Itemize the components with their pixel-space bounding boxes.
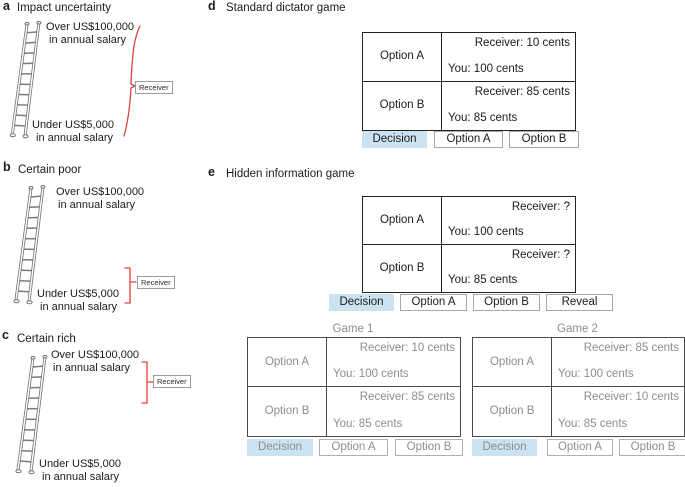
ladder-top-line1: Over US$100,000 — [51, 349, 140, 361]
option-b-payoffs: Receiver: 10 cents You: 85 cents — [552, 387, 684, 436]
ladder-top-line1: Over US$100,000 — [46, 21, 135, 33]
option-a-payoffs: Receiver: ? You: 100 cents — [442, 197, 575, 245]
option-a-cell: Option A — [473, 338, 552, 387]
option-b-payoffs: Receiver: 85 cents You: 85 cents — [327, 387, 460, 436]
hidden-game-decision-row: Decision Option A Option B Reveal — [329, 294, 613, 311]
reveal-button[interactable]: Reveal — [546, 294, 613, 311]
option-a-cell: Option A — [363, 33, 442, 82]
option-b-button[interactable]: Option B — [509, 131, 579, 148]
receiver-tag: Receiver — [135, 81, 173, 94]
game-2-table: Option A Receiver: 85 cents You: 100 cen… — [472, 337, 685, 437]
option-b-button[interactable]: Option B — [619, 439, 685, 456]
option-b-cell: Option B — [363, 244, 442, 292]
receiver-range-brace — [123, 25, 141, 137]
option-a-cell: Option A — [363, 197, 442, 245]
game-2-title: Game 2 — [557, 323, 598, 335]
ladder-bottom-line1: Under US$5,000 — [39, 458, 121, 470]
you-payoff: You: 85 cents — [558, 418, 628, 430]
ladder-top-line2: in annual salary — [53, 362, 131, 374]
option-a-button[interactable]: Option A — [400, 294, 467, 311]
standard-game-table: Option A Receiver: 10 cents You: 100 cen… — [362, 32, 576, 131]
ladder-bottom-label: Under US$5,000 in annual salary — [39, 458, 121, 484]
option-b-button[interactable]: Option B — [395, 439, 463, 456]
option-b-payoffs: Receiver: 85 cents You: 85 cents — [442, 82, 575, 131]
option-b-cell: Option B — [473, 387, 552, 436]
ladder-bottom-line1: Under US$5,000 — [32, 119, 114, 131]
option-a-button[interactable]: Option A — [319, 439, 388, 456]
ladder-top-label: Over US$100,000 in annual salary — [51, 349, 139, 375]
ladder-bottom-line1: Under US$5,000 — [37, 288, 119, 300]
option-a-payoffs: Receiver: 85 cents You: 100 cents — [552, 338, 684, 387]
game-1-title: Game 1 — [332, 323, 374, 335]
option-b-cell: Option B — [363, 81, 442, 130]
receiver-payoff: Receiver: 85 cents — [359, 391, 455, 403]
receiver-range-bracket — [141, 361, 154, 404]
option-a-button[interactable]: Option A — [547, 439, 613, 456]
ladder-top-line2: in annual salary — [49, 34, 127, 46]
receiver-payoff: Receiver: ? — [511, 201, 570, 213]
ladder-top-line2: in annual salary — [58, 199, 136, 211]
ladder-bottom-line2: in annual salary — [40, 301, 118, 313]
you-payoff: You: 85 cents — [448, 112, 518, 124]
receiver-payoff: Receiver: 10 cents — [359, 342, 455, 354]
panel-d-label: d — [208, 0, 216, 13]
game-2-decision-row: Decision Option A Option B — [472, 439, 685, 456]
option-a-payoffs: Receiver: 10 cents You: 100 cents — [442, 33, 575, 82]
receiver-payoff: Receiver: ? — [511, 248, 570, 261]
game-1-table: Option A Receiver: 10 cents You: 100 cen… — [247, 337, 461, 437]
you-payoff: You: 100 cents — [448, 225, 524, 238]
you-payoff: You: 100 cents — [333, 368, 409, 380]
decision-label: Decision — [362, 131, 427, 148]
ladder-bottom-label: Under US$5,000 in annual salary — [37, 288, 119, 314]
decision-label: Decision — [247, 439, 313, 456]
receiver-payoff: Receiver: 85 cents — [474, 85, 570, 98]
panel-b-label: b — [3, 160, 11, 174]
panel-e-label: e — [208, 165, 215, 179]
option-a-payoffs: Receiver: 10 cents You: 100 cents — [327, 338, 460, 387]
panel-a-label: a — [3, 0, 10, 13]
option-a-cell: Option A — [248, 338, 327, 387]
option-b-payoffs: Receiver: ? You: 85 cents — [442, 245, 575, 293]
ladder-bottom-line2: in annual salary — [42, 471, 120, 483]
you-payoff: You: 100 cents — [448, 62, 524, 75]
option-b-cell: Option B — [248, 387, 327, 436]
hidden-game-table: Option A Receiver: ? You: 100 cents Opti… — [362, 196, 576, 293]
option-a-button[interactable]: Option A — [434, 131, 503, 148]
receiver-tag: Receiver — [137, 276, 175, 289]
receiver-payoff: Receiver: 10 cents — [583, 391, 679, 403]
you-payoff: You: 85 cents — [333, 418, 403, 430]
game-1-decision-row: Decision Option A Option B — [247, 439, 463, 456]
you-payoff: You: 100 cents — [558, 368, 634, 380]
standard-game-decision-row: Decision Option A Option B — [362, 131, 579, 148]
panel-a-title: Impact uncertainty — [17, 2, 111, 14]
decision-label: Decision — [329, 294, 394, 311]
panel-d-title: Standard dictator game — [226, 2, 346, 14]
decision-label: Decision — [472, 439, 537, 456]
ladder-bottom-line2: in annual salary — [36, 132, 114, 144]
receiver-range-bracket — [124, 267, 137, 304]
option-b-button[interactable]: Option B — [473, 294, 540, 311]
you-payoff: You: 85 cents — [448, 274, 518, 286]
panel-e-title: Hidden information game — [226, 168, 355, 180]
ladder-top-label: Over US$100,000 in annual salary — [46, 21, 134, 47]
receiver-tag: Receiver — [153, 375, 191, 388]
ladder-top-line1: Over US$100,000 — [56, 186, 145, 198]
receiver-payoff: Receiver: 10 cents — [474, 37, 570, 49]
panel-b-title: Certain poor — [18, 164, 82, 176]
panel-c-title: Certain rich — [17, 333, 76, 345]
receiver-payoff: Receiver: 85 cents — [583, 342, 679, 354]
panel-c-label: c — [2, 328, 9, 342]
ladder-top-label: Over US$100,000 in annual salary — [56, 186, 144, 212]
ladder-bottom-label: Under US$5,000 in annual salary — [32, 119, 114, 145]
